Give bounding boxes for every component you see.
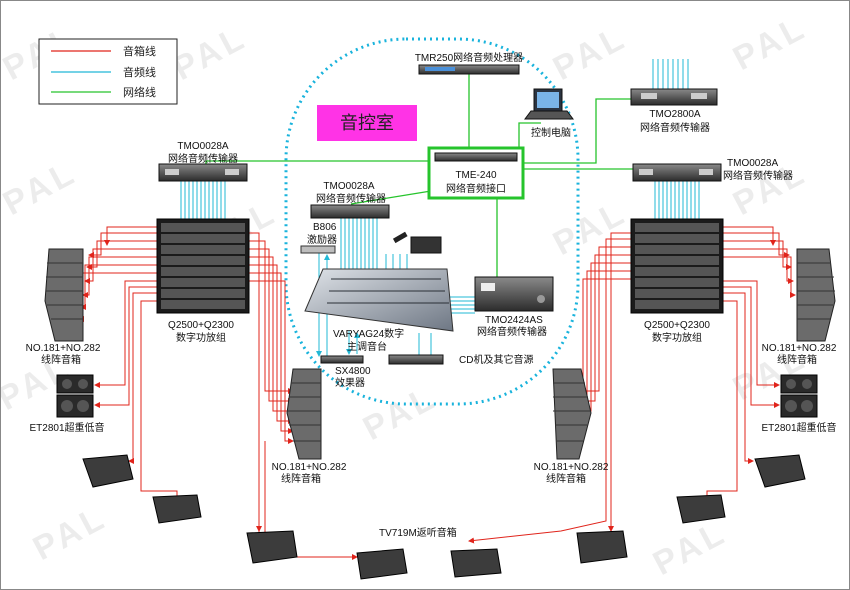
control-pc: 控制电脑 — [524, 88, 574, 139]
array-lc-desc: 线阵音箱 — [281, 472, 321, 485]
array-lc-model: NO.181+NO.282 — [272, 462, 347, 473]
amp-left-model: Q2500+Q2300 — [168, 320, 234, 331]
tmo0028a-right-desc: 网络音频传输器 — [723, 169, 793, 182]
subwoofer-right: ET2801超重低音 — [761, 374, 837, 434]
tmo0028a-right-transmitter: TMO0028A 网络音频传输器 — [632, 158, 793, 182]
monitors-label: TV719M返听音箱 — [379, 526, 457, 539]
b806-desc: 激励器 — [307, 233, 337, 246]
stage-monitors — [82, 454, 806, 580]
subwoofer-left: ET2801超重低音 — [29, 374, 105, 434]
array-rc-desc: 线阵音箱 — [546, 472, 586, 485]
monitor-wedge — [450, 548, 502, 578]
sx4800-desc: 效果器 — [335, 376, 365, 389]
watermark: PAL — [647, 513, 733, 583]
varyag24-mixer: VARYAG24数字 主调音台 — [304, 268, 454, 353]
tme240-model: TME-240 — [455, 170, 497, 181]
watermark: PAL — [547, 18, 633, 88]
tmo2424as-model: TMO2424AS — [485, 315, 543, 326]
tmo2424as-desc: 网络音频传输器 — [477, 325, 547, 338]
b806-exciter: B806 激励器 — [300, 222, 337, 254]
amp-rack-right: Q2500+Q2300 数字功放组 — [630, 218, 724, 344]
line-array-center-left: NO.181+NO.282 线阵音箱 — [272, 368, 347, 485]
varyag-desc: 主调音台 — [347, 340, 387, 353]
tmo0028a-right-model: TMO0028A — [727, 158, 778, 169]
tme240-desc: 网络音频接口 — [446, 182, 506, 195]
control-room-boundary — [284, 37, 580, 406]
monitor-wedge — [246, 530, 298, 564]
watermark: PAL — [727, 8, 813, 78]
watermark: PAL — [547, 193, 633, 263]
b806-model: B806 — [313, 222, 337, 233]
tmo0028a-left-transmitter: TMO0028A 网络音频传输器 — [158, 141, 248, 182]
line-array-far-right: NO.181+NO.282 线阵音箱 — [762, 248, 837, 366]
legend: 音箱线 音频线 网络线 — [38, 38, 178, 105]
tme240-interface: TME-240 网络音频接口 — [427, 146, 525, 200]
tmo0028a-left-model: TMO0028A — [177, 141, 228, 152]
monitor-wedge — [152, 494, 202, 524]
watermark: PAL — [1, 153, 83, 223]
monitor-wedge — [576, 530, 628, 564]
sub-right-label: ET2801超重低音 — [761, 421, 836, 434]
sub-left-label: ET2801超重低音 — [29, 421, 104, 434]
line-array-center-right: NO.181+NO.282 线阵音箱 — [534, 368, 609, 485]
tmo0028a-center-model: TMO0028A — [323, 181, 374, 192]
tmr250-processor: TMR250网络音频处理器 — [415, 51, 523, 75]
sx4800-model: SX4800 — [335, 366, 371, 377]
cd-player: CD机及其它音源 — [388, 353, 533, 366]
array-rr-desc: 线阵音箱 — [777, 353, 817, 366]
sx4800-effects: SX4800 效果器 — [320, 355, 371, 389]
array-rc-model: NO.181+NO.282 — [534, 462, 609, 473]
tmo0028a-left-desc: 网络音频传输器 — [168, 152, 238, 165]
tmo2424as-transmitter: TMO2424AS 网络音频传输器 — [474, 276, 554, 338]
tmo2800a-model: TMO2800A — [649, 109, 700, 120]
control-room-title: 音控室 — [340, 113, 394, 134]
pc-label: 控制电脑 — [531, 126, 571, 139]
cd-label: CD机及其它音源 — [459, 353, 533, 366]
amp-right-model: Q2500+Q2300 — [644, 320, 710, 331]
watermark: PAL — [357, 378, 443, 448]
tmo0028a-center-transmitter: TMO0028A 网络音频传输器 — [310, 181, 390, 219]
audio-lines — [180, 59, 700, 357]
network-lines — [205, 73, 641, 277]
monitor-wedge — [754, 454, 806, 488]
array-ll-model: NO.181+NO.282 — [26, 343, 101, 354]
amp-rack-left: Q2500+Q2300 数字功放组 — [156, 218, 250, 344]
array-ll-desc: 线阵音箱 — [41, 353, 81, 366]
amp-right-desc: 数字功放组 — [652, 331, 702, 344]
line-array-far-left: NO.181+NO.282 线阵音箱 — [26, 248, 101, 366]
monitor-wedge — [82, 454, 134, 488]
legend-speaker-label: 音箱线 — [123, 44, 156, 58]
monitor-wedge — [356, 548, 408, 580]
varyag-model: VARYAG24数字 — [333, 327, 404, 340]
array-rr-model: NO.181+NO.282 — [762, 343, 837, 354]
watermark: PAL — [27, 498, 113, 568]
control-room-title-bg — [317, 105, 417, 141]
tmo0028a-center-desc: 网络音频传输器 — [316, 192, 386, 205]
monitor-wedge — [676, 494, 726, 524]
watermark: PAL — [167, 18, 253, 88]
tmo2800a-transmitter: TMO2800A 网络音频传输器 — [630, 88, 718, 134]
wireless-mic — [392, 231, 442, 254]
amp-left-desc: 数字功放组 — [176, 331, 226, 344]
tmr250-label: TMR250网络音频处理器 — [415, 51, 523, 64]
legend-network-label: 网络线 — [123, 85, 156, 99]
legend-audio-label: 音频线 — [123, 65, 156, 79]
tmo2800a-desc: 网络音频传输器 — [640, 121, 710, 134]
